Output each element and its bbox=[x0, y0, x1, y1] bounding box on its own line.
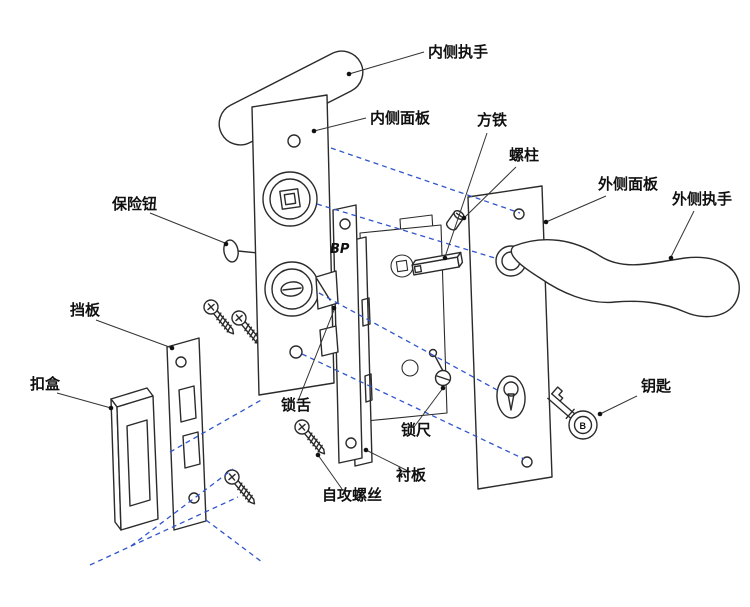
key-mark-text: B bbox=[580, 421, 587, 431]
square-spindle-part bbox=[411, 251, 464, 276]
artwork-layer: B BP bbox=[110, 50, 740, 531]
label-outer-panel: 外侧面板 bbox=[597, 175, 659, 193]
label-stud: 螺柱 bbox=[509, 146, 539, 164]
outer-handle-part bbox=[510, 239, 740, 318]
label-leaders bbox=[56, 51, 695, 490]
self-tapping-screw-icon bbox=[291, 416, 331, 460]
deadbolt-shape bbox=[319, 325, 339, 357]
alignment-dashed-lines bbox=[89, 147, 525, 566]
strike-plate-part bbox=[166, 337, 207, 531]
catch-box-part bbox=[110, 387, 159, 531]
stud-part bbox=[445, 210, 465, 231]
label-self-tapping-screw: 自攻螺丝 bbox=[322, 486, 382, 504]
bp-mark-text: BP bbox=[330, 242, 350, 257]
label-safety-button: 保险钮 bbox=[111, 195, 157, 213]
label-catch-box: 扣盒 bbox=[30, 375, 61, 393]
lock-body-part bbox=[359, 214, 448, 422]
outer-panel-part bbox=[467, 185, 553, 490]
key-part: B bbox=[547, 386, 598, 440]
latch-bolt-shape bbox=[315, 270, 339, 310]
label-latch-bolt: 锁舌 bbox=[281, 396, 311, 414]
faceplate-part bbox=[315, 204, 363, 464]
label-key: 钥匙 bbox=[641, 377, 672, 395]
inner-panel-part bbox=[251, 94, 335, 396]
label-inner-panel: 内侧面板 bbox=[370, 109, 431, 127]
labels-layer: 内侧执手 内侧面板 方铁 螺柱 外侧面板 外侧执手 保险钮 挡板 扣盒 锁舌 锁… bbox=[30, 43, 732, 504]
label-strike-plate: 挡板 bbox=[70, 301, 101, 319]
label-outer-handle: 外侧执手 bbox=[671, 190, 732, 208]
label-liner-plate: 衬板 bbox=[396, 466, 427, 484]
label-lock-gauge: 锁尺 bbox=[401, 421, 431, 439]
label-inner-handle: 内侧执手 bbox=[428, 43, 488, 61]
label-square-spindle: 方铁 bbox=[477, 111, 507, 129]
key-cylinder-shape bbox=[496, 375, 526, 419]
